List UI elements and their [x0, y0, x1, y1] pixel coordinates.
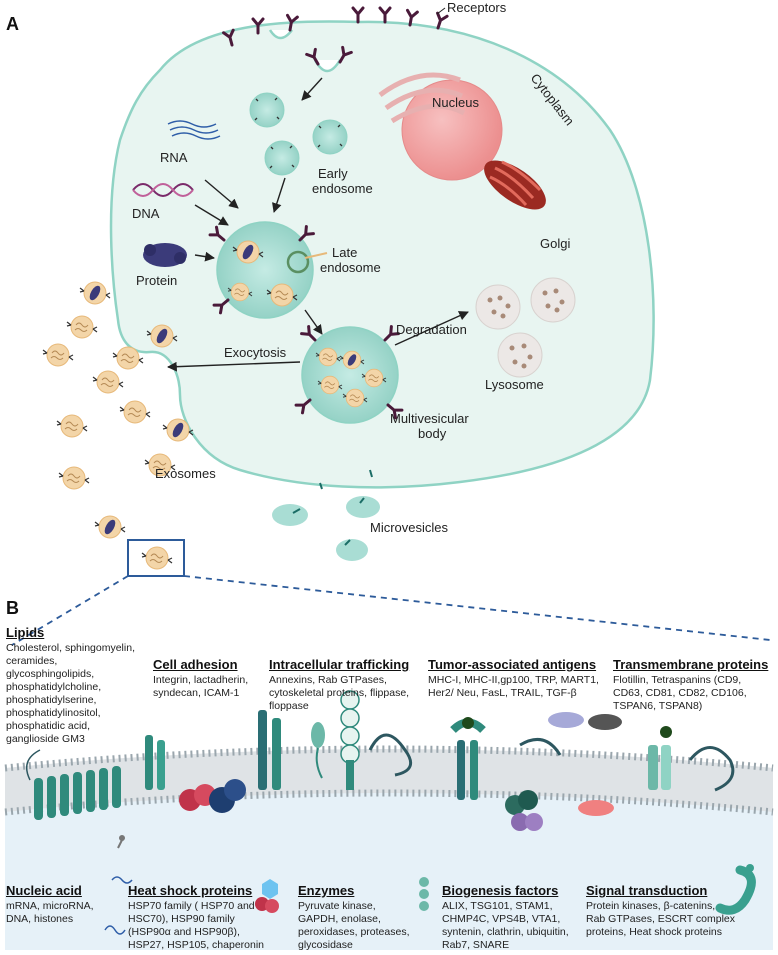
signal-transduction-text: Protein kinases, β-catenins, Rab GTPases… [586, 900, 735, 938]
lipids-box: Lipids Cholesterol, sphingomyelin, ceram… [6, 625, 144, 746]
heat-shock-icon [255, 879, 279, 913]
transmembrane-box: Transmembrane proteins Flotillin, Tetras… [613, 657, 773, 713]
tumor-antigens-text: MHC-I, MHC-II,gp100, TRP, MART1, Her2/ N… [428, 674, 599, 699]
lysosomes [475, 277, 576, 378]
nucleus [378, 72, 503, 181]
lysosome-label: Lysosome [485, 377, 544, 392]
nucleic-acid-icon [104, 835, 133, 935]
signal-transduction-title: Signal transduction [586, 883, 708, 898]
tumor-antigens-title: Tumor-associated antigens [428, 657, 597, 672]
cell-adhesion-title: Cell adhesion [153, 657, 238, 672]
signal-transduction-icon [715, 864, 756, 915]
dna-helix [132, 183, 194, 197]
heat-shock-title: Heat shock proteins [128, 883, 253, 898]
lipids-title: Lipids [6, 625, 45, 640]
biogenesis-box: Biogenesis factors ALIX, TSG101, STAM1, … [442, 883, 574, 952]
panel-a-label: A [6, 14, 19, 34]
exocytosis-label: Exocytosis [224, 345, 287, 360]
biogenesis-title: Biogenesis factors [442, 883, 559, 898]
late-endosome-label-1: Late [332, 245, 357, 260]
intracellular-trafficking-box: Intracellular trafficking Annexins, Rab … [269, 657, 427, 713]
zoom-line-left [11, 575, 129, 646]
biogenesis-text: ALIX, TSG101, STAM1, CHMP4C, VPS4B, VTA1… [442, 900, 569, 951]
membrane-bilayer [4, 745, 774, 950]
zoom-line-right [183, 575, 771, 641]
early-endosome-label-1: Early [318, 166, 348, 181]
dna-label: DNA [132, 206, 160, 221]
multivesicular-body [294, 325, 404, 424]
golgi-label: Golgi [540, 236, 570, 251]
panel-b-label: B [6, 598, 19, 618]
cell-adhesion-text: Integrin, lactadherin, syndecan, ICAM-1 [153, 674, 249, 699]
membrane-proteins [25, 690, 735, 831]
nucleic-acid-text: mRNA, microRNA, DNA, histones [6, 900, 94, 925]
nucleus-label: Nucleus [432, 95, 479, 110]
lipids-text: Cholesterol, sphingomyelin, ceramides, g… [6, 642, 135, 745]
rna-strands [167, 120, 221, 140]
mvb-label-2: body [418, 426, 447, 441]
degradation-label: Degradation [396, 322, 467, 337]
nucleic-acid-box: Nucleic acid mRNA, microRNA, DNA, histon… [6, 883, 106, 926]
tumor-antigens-box: Tumor-associated antigens MHC-I, MHC-II,… [428, 657, 612, 700]
microvesicles-label: Microvesicles [370, 520, 449, 535]
protein-label: Protein [136, 273, 177, 288]
enzymes-title: Enzymes [298, 883, 355, 898]
protein-blob [143, 243, 187, 267]
heat-shock-box: Heat shock proteins HSP70 family ( HSP70… [128, 883, 278, 952]
intracellular-trafficking-title: Intracellular trafficking [269, 657, 410, 672]
transmembrane-text: Flotillin, Tetraspanins (CD9, CD63, CD81… [613, 674, 747, 712]
pathway-arrows [167, 77, 469, 372]
zoom-selection-box [127, 539, 185, 577]
late-endosome [208, 221, 328, 319]
enzymes-text: Pyruvate kinase, GAPDH, enolase, peroxid… [298, 900, 410, 951]
signal-transduction-box: Signal transduction Protein kinases, β-c… [586, 883, 736, 939]
golgi [484, 160, 546, 210]
mvb-label-1: Multivesicular [390, 411, 469, 426]
nucleic-acid-title: Nucleic acid [6, 883, 82, 898]
late-endosome-label-2: endosome [320, 260, 381, 275]
heat-shock-text: HSP70 family ( HSP70 and HSC70), HSP90 f… [128, 900, 265, 951]
intracellular-trafficking-text: Annexins, Rab GTPases, cytoskeletal prot… [269, 674, 410, 712]
receptors-label: Receptors [447, 0, 507, 15]
enzymes-box: Enzymes Pyruvate kinase, GAPDH, enolase,… [298, 883, 418, 952]
early-endosome-label-2: endosome [312, 181, 373, 196]
microvesicles [272, 469, 380, 561]
cell-adhesion-box: Cell adhesion Integrin, lactadherin, syn… [153, 657, 261, 700]
exosomes-label: Exosomes [155, 466, 216, 481]
transmembrane-title: Transmembrane proteins [613, 657, 769, 672]
rna-label: RNA [160, 150, 188, 165]
biogenesis-icon [419, 877, 429, 911]
